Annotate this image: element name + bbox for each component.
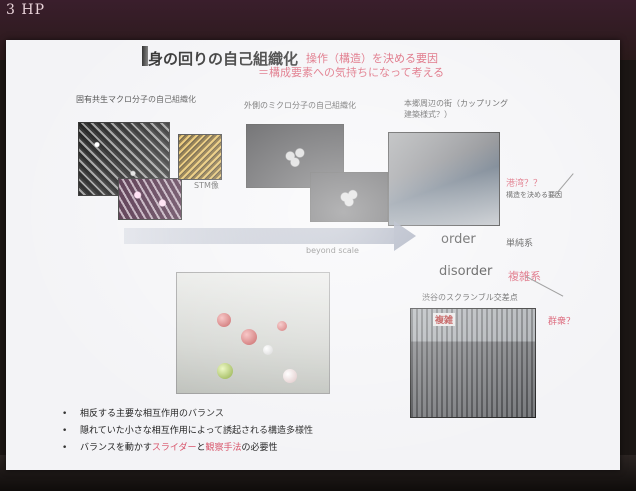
bullet-3-observation: 観察手法 xyxy=(205,443,242,453)
bullet-3-part-a: バランスを動かす xyxy=(80,443,152,453)
crowd-label: 群衆？ xyxy=(548,317,576,327)
monotone-label: 単純系 xyxy=(506,239,534,249)
pattern-note: 港湾？？ xyxy=(506,179,543,189)
catalyst-caption: 外側のミクロ分子の自己組織化 xyxy=(244,101,356,110)
presentation-slide: 身の回りの自己組織化 操作（構造）を決める要因 ＝構成要素への気持ちになって考え… xyxy=(6,40,620,470)
slide-subtitle-line2: ＝構成要素への気持ちになって考える xyxy=(258,66,445,79)
bullet-list: 相反する主要な相互作用のバランス 隠れていた小さな相互作用によって誘起される構造… xyxy=(62,406,313,457)
beyond-scale-label: beyond scale xyxy=(306,246,359,255)
red-ball-2 xyxy=(241,329,257,345)
white-ball-2 xyxy=(283,369,297,383)
disorder-label: disorder xyxy=(439,264,493,279)
scramble-crossing-photo: 複雑 xyxy=(410,308,536,418)
stm-image xyxy=(178,134,222,180)
red-ball-3 xyxy=(277,321,287,331)
bullet-item-2: 隠れていた小さな相互作用によって誘起される構造多様性 xyxy=(62,423,313,440)
scale-arrow-head-icon xyxy=(394,221,416,251)
bullet-item-1: 相反する主要な相互作用のバランス xyxy=(62,406,313,423)
scale-arrow xyxy=(124,228,394,244)
crowd-bottom-caption: 渋谷のスクランブル交差点 xyxy=(422,293,518,302)
balls-mobile-photo xyxy=(176,272,330,394)
molecule-image-2 xyxy=(118,178,182,220)
bullet-3-part-e: の必要性 xyxy=(241,443,278,453)
crowd-photo-tag: 複雑 xyxy=(433,313,456,326)
bullet-item-3: バランスを動かすスライダーと観察手法の必要性 xyxy=(62,440,313,457)
stm-caption: STM像 xyxy=(194,181,219,190)
hexagon-pattern-image-2 xyxy=(310,172,388,222)
white-ball xyxy=(263,345,273,355)
connector-line xyxy=(525,276,564,297)
bullet-3-slider: スライダー xyxy=(151,443,197,453)
red-ball xyxy=(217,313,231,327)
green-ball xyxy=(217,363,233,379)
molecule-caption: 固有共生マクロ分子の自己組織化 xyxy=(76,95,196,104)
order-label: order xyxy=(441,232,476,247)
street-crowd-photo xyxy=(388,132,500,226)
corner-sign: 3 HP xyxy=(6,2,45,18)
connector-line-2 xyxy=(553,173,574,197)
crowd-top-caption: 本郷周辺の街（カップリング建築様式？） xyxy=(404,99,508,119)
